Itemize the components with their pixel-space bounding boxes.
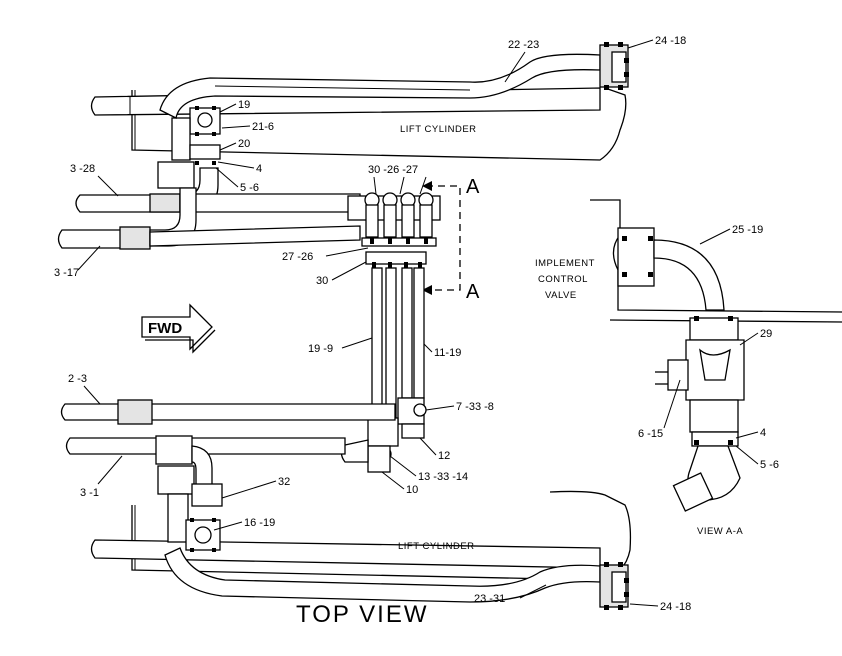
callout-10: 10 [406,484,418,496]
callout-19: 19 [238,99,250,111]
callout-27-26: 27 -26 [282,251,313,263]
vertical-tubes [371,267,425,419]
callout-24-18-bottom: 24 -18 [660,601,691,613]
callout-13-33-14: 13 -33 -14 [418,471,468,483]
tube-2-3 [60,399,396,425]
callout-21-6: 21-6 [252,121,274,133]
callout-29: 29 [760,328,772,340]
valve-block-upper [347,192,441,268]
callout-23-31: 23 -31 [474,593,505,605]
lift-cylinder-top-label: LIFT CYLINDER [400,124,477,135]
callout-12: 12 [438,450,450,462]
callout-5-6-left: 5 -6 [240,182,259,194]
callout-3-28: 3 -28 [70,163,95,175]
callout-22-23: 22 -23 [508,39,539,51]
callouts: 22 -23 24 -18 19 21-6 20 4 5 -6 3 -28 30… [54,35,779,613]
section-markers [422,181,461,295]
implement-valve-label-2: CONTROL [538,274,588,285]
lift-cylinder-bottom-label: LIFT CYLINDER [398,541,475,552]
callout-32: 32 [278,476,290,488]
section-a-top: A [466,176,480,198]
callout-19-9: 19 -9 [308,343,333,355]
callout-25-19: 25 -19 [732,224,763,236]
callout-11-19: 11-19 [434,347,461,359]
callout-30-26-27: 30 -26 -27 [368,164,418,176]
tube-3-17 [57,187,361,250]
flange-bottom-right [599,562,629,610]
callout-2-3: 2 -3 [68,373,87,385]
callout-4-right: 4 [760,427,766,439]
tube-3-1 [65,435,346,491]
page-title: TOP VIEW [296,601,428,628]
callout-30: 30 [316,275,328,287]
lower-fittings [340,397,427,473]
callout-3-1: 3 -1 [80,487,99,499]
callout-7-33-8: 7 -33 -8 [456,401,494,413]
view-a-a [590,199,842,512]
implement-valve-label-3: VALVE [545,290,577,301]
fwd-label: FWD [148,320,182,337]
section-a-bottom: A [466,281,480,303]
implement-valve-label-1: IMPLEMENT [535,258,595,269]
callout-4-left: 4 [256,163,262,175]
callout-24-18-top: 24 -18 [655,35,686,47]
flange-top-right [599,42,629,90]
fwd-arrow [141,303,216,354]
callout-20: 20 [238,138,250,150]
callout-5-6-right: 5 -6 [760,459,779,471]
view-aa-label: VIEW A-A [697,526,743,537]
callout-16-19: 16 -19 [244,517,275,529]
callout-3-17: 3 -17 [54,267,79,279]
lift-cylinder-bottom [90,465,632,581]
callout-6-15: 6 -15 [638,428,663,440]
